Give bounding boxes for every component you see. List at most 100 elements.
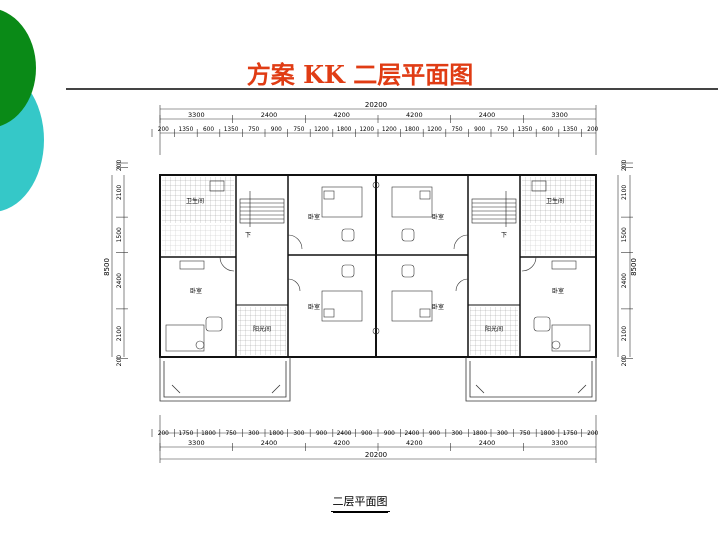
plan-caption-text: 二层平面图 [330, 493, 390, 512]
room-label-sunroom-right: 阳光间 [485, 325, 503, 333]
bottom-dim-row1: 200 1750 1800 750 300 1800 300 900 2400 900 900 240… [151, 429, 599, 437]
top-dim-value: 4200 [406, 111, 423, 119]
top-dim-value: 1350 [563, 127, 578, 133]
bottom-dim-value: 2400 [261, 439, 278, 447]
bottom-dim-value: 2400 [405, 431, 420, 437]
top-dim-total: 20200 [365, 101, 387, 109]
balconies [159, 357, 597, 402]
right-dim-value: 1500 [621, 227, 628, 242]
bottom-dim-value: 200 [158, 431, 169, 437]
left-dim-value: 2400 [116, 273, 123, 288]
bottom-dim-value: 4200 [333, 439, 350, 447]
top-dim-value: 900 [271, 127, 282, 133]
bottom-dim-value: 4200 [406, 439, 423, 447]
room-label-bedroom-b: 卧室 [432, 213, 444, 221]
top-dim-value: 200 [587, 127, 598, 133]
left-dim-total: 8500 [103, 258, 111, 276]
top-dim-value: 900 [474, 127, 485, 133]
bathroom-tiles-right [522, 177, 594, 223]
room-label-bedroom-c: 卧室 [308, 303, 320, 311]
door-swings [219, 234, 537, 292]
side-dimensions [111, 175, 631, 357]
sunroom-tiles-left [238, 307, 286, 355]
bottom-dim-value: 750 [226, 431, 237, 437]
room-label-bedroom-e: 卧室 [190, 287, 202, 295]
top-dim-value: 2400 [261, 111, 278, 119]
bottom-dim-value: 3300 [551, 439, 568, 447]
stairs-right [471, 191, 517, 227]
left-dim-value: 2100 [116, 185, 123, 200]
bottom-dim-value: 300 [452, 431, 463, 437]
top-dim-value: 200 [158, 127, 169, 133]
plan-caption: 二层平面图 [0, 493, 720, 512]
stair-label-left: 下 [245, 232, 251, 239]
left-dim-value: 2100 [116, 326, 123, 341]
top-dim-row2: 3300 2400 4200 4200 2400 3300 [159, 111, 568, 123]
top-dim-value: 600 [203, 127, 214, 133]
floor-tiles-right [522, 225, 594, 255]
left-dim-value: 1500 [116, 227, 123, 242]
top-dim-value: 1800 [405, 127, 420, 133]
top-dim-row3: 200 1350 600 1350 750 900 750 1200 1800 1200 1200 1… [151, 127, 599, 137]
bottom-dim-value: 3300 [188, 439, 205, 447]
top-dim-value: 1200 [382, 127, 397, 133]
bottom-dim-value: 2400 [479, 439, 496, 447]
bathroom-tiles-left [162, 177, 234, 223]
right-dim-value: 2400 [621, 273, 628, 288]
bottom-dim-value: 1800 [540, 431, 555, 437]
left-dim-value: 200 [116, 159, 123, 171]
bottom-dim-value: 750 [519, 431, 530, 437]
room-label-bedroom-d: 卧室 [432, 303, 444, 311]
bottom-dim-value: 300 [248, 431, 259, 437]
right-dim-value: 200 [621, 159, 628, 171]
top-dim-value: 1350 [179, 127, 194, 133]
floor-plan: 20200 3300 2400 4200 4200 2400 3300 200 1350 60… [103, 101, 638, 463]
green-ellipse-decoration [0, 9, 36, 127]
right-dim-value: 200 [621, 355, 628, 367]
room-label-bath-left: 卫生间 [186, 197, 204, 205]
top-dim-value: 750 [293, 127, 304, 133]
top-dim-value: 3300 [551, 111, 568, 119]
top-dim-value: 750 [248, 127, 259, 133]
bottom-dim-value: 1750 [179, 431, 194, 437]
bottom-dim-value: 200 [587, 431, 598, 437]
bottom-dim-total: 20200 [365, 451, 387, 459]
stairs-left [239, 191, 285, 227]
top-dim-value: 750 [452, 127, 463, 133]
bottom-dim-value: 2400 [337, 431, 352, 437]
top-dim-value: 1200 [314, 127, 329, 133]
bottom-dim-row2: 3300 2400 4200 4200 2400 3300 [159, 439, 568, 451]
bottom-dim-value: 1800 [201, 431, 216, 437]
furniture [165, 180, 591, 352]
bottom-dim-value: 900 [429, 431, 440, 437]
stair-label-right: 下 [501, 232, 507, 239]
bottom-dim-value: 300 [293, 431, 304, 437]
room-label-bedroom-a: 卧室 [308, 213, 320, 221]
title-divider [66, 88, 718, 90]
top-dim-value: 3300 [188, 111, 205, 119]
top-dim-value: 1200 [359, 127, 374, 133]
bottom-dim-value: 1800 [472, 431, 487, 437]
decorative-shapes [0, 9, 44, 212]
top-dim-value: 1350 [224, 127, 239, 133]
bottom-dim-value: 1750 [563, 431, 578, 437]
top-dim-value: 600 [542, 127, 553, 133]
building-walls [159, 174, 597, 358]
bottom-dim-value: 900 [316, 431, 327, 437]
sunroom-tiles-right [470, 307, 518, 355]
top-dim-value: 4200 [333, 111, 350, 119]
floor-tiles-left [162, 225, 234, 255]
slide-title: 方案 KK 二层平面图 [246, 60, 474, 89]
bottom-dim-value: 300 [497, 431, 508, 437]
top-dim-value: 750 [497, 127, 508, 133]
right-dim-value: 2100 [621, 326, 628, 341]
room-label-bedroom-f: 卧室 [552, 287, 564, 295]
room-label-sunroom-left: 阳光间 [253, 325, 271, 333]
bottom-dim-value: 900 [384, 431, 395, 437]
right-dim-total: 8500 [630, 258, 638, 276]
top-dim-value: 2400 [479, 111, 496, 119]
top-dim-value: 1350 [518, 127, 533, 133]
top-dim-value: 1800 [337, 127, 352, 133]
